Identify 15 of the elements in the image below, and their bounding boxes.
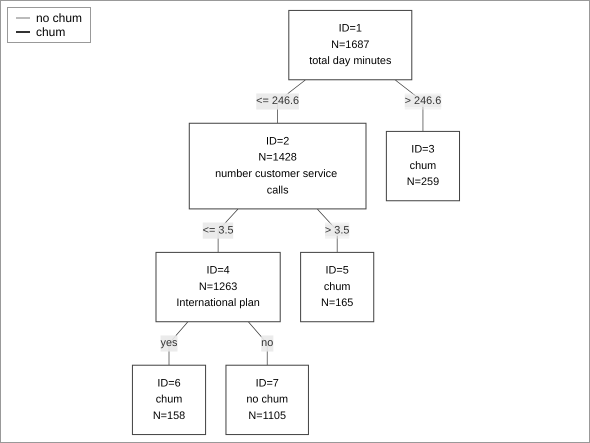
legend-label: chum: [36, 25, 66, 39]
edge-label: > 246.6: [404, 93, 442, 110]
edge-label: <= 3.5: [202, 222, 234, 239]
tree-node-box: ID=3 chum N=259: [386, 130, 460, 202]
legend-label: no chum: [36, 11, 82, 25]
tree-node-box: ID=7 no chum N=1105: [225, 364, 309, 436]
edge-label: no: [261, 335, 274, 352]
edge-label: > 3.5: [324, 222, 350, 239]
tree-node-box: ID=1 N=1687 total day minutes: [288, 10, 412, 80]
tree-node-box: ID=4 N=1263 International plan: [156, 252, 281, 322]
tree-node-box: ID=2 N=1428 number customer service calls: [188, 122, 367, 210]
edge-label: <= 246.6: [256, 93, 300, 110]
tree-node-box: ID=6 chum N=158: [132, 364, 206, 436]
tree-node-box: ID=5 chum N=165: [300, 252, 374, 322]
edge-label: yes: [160, 335, 178, 352]
